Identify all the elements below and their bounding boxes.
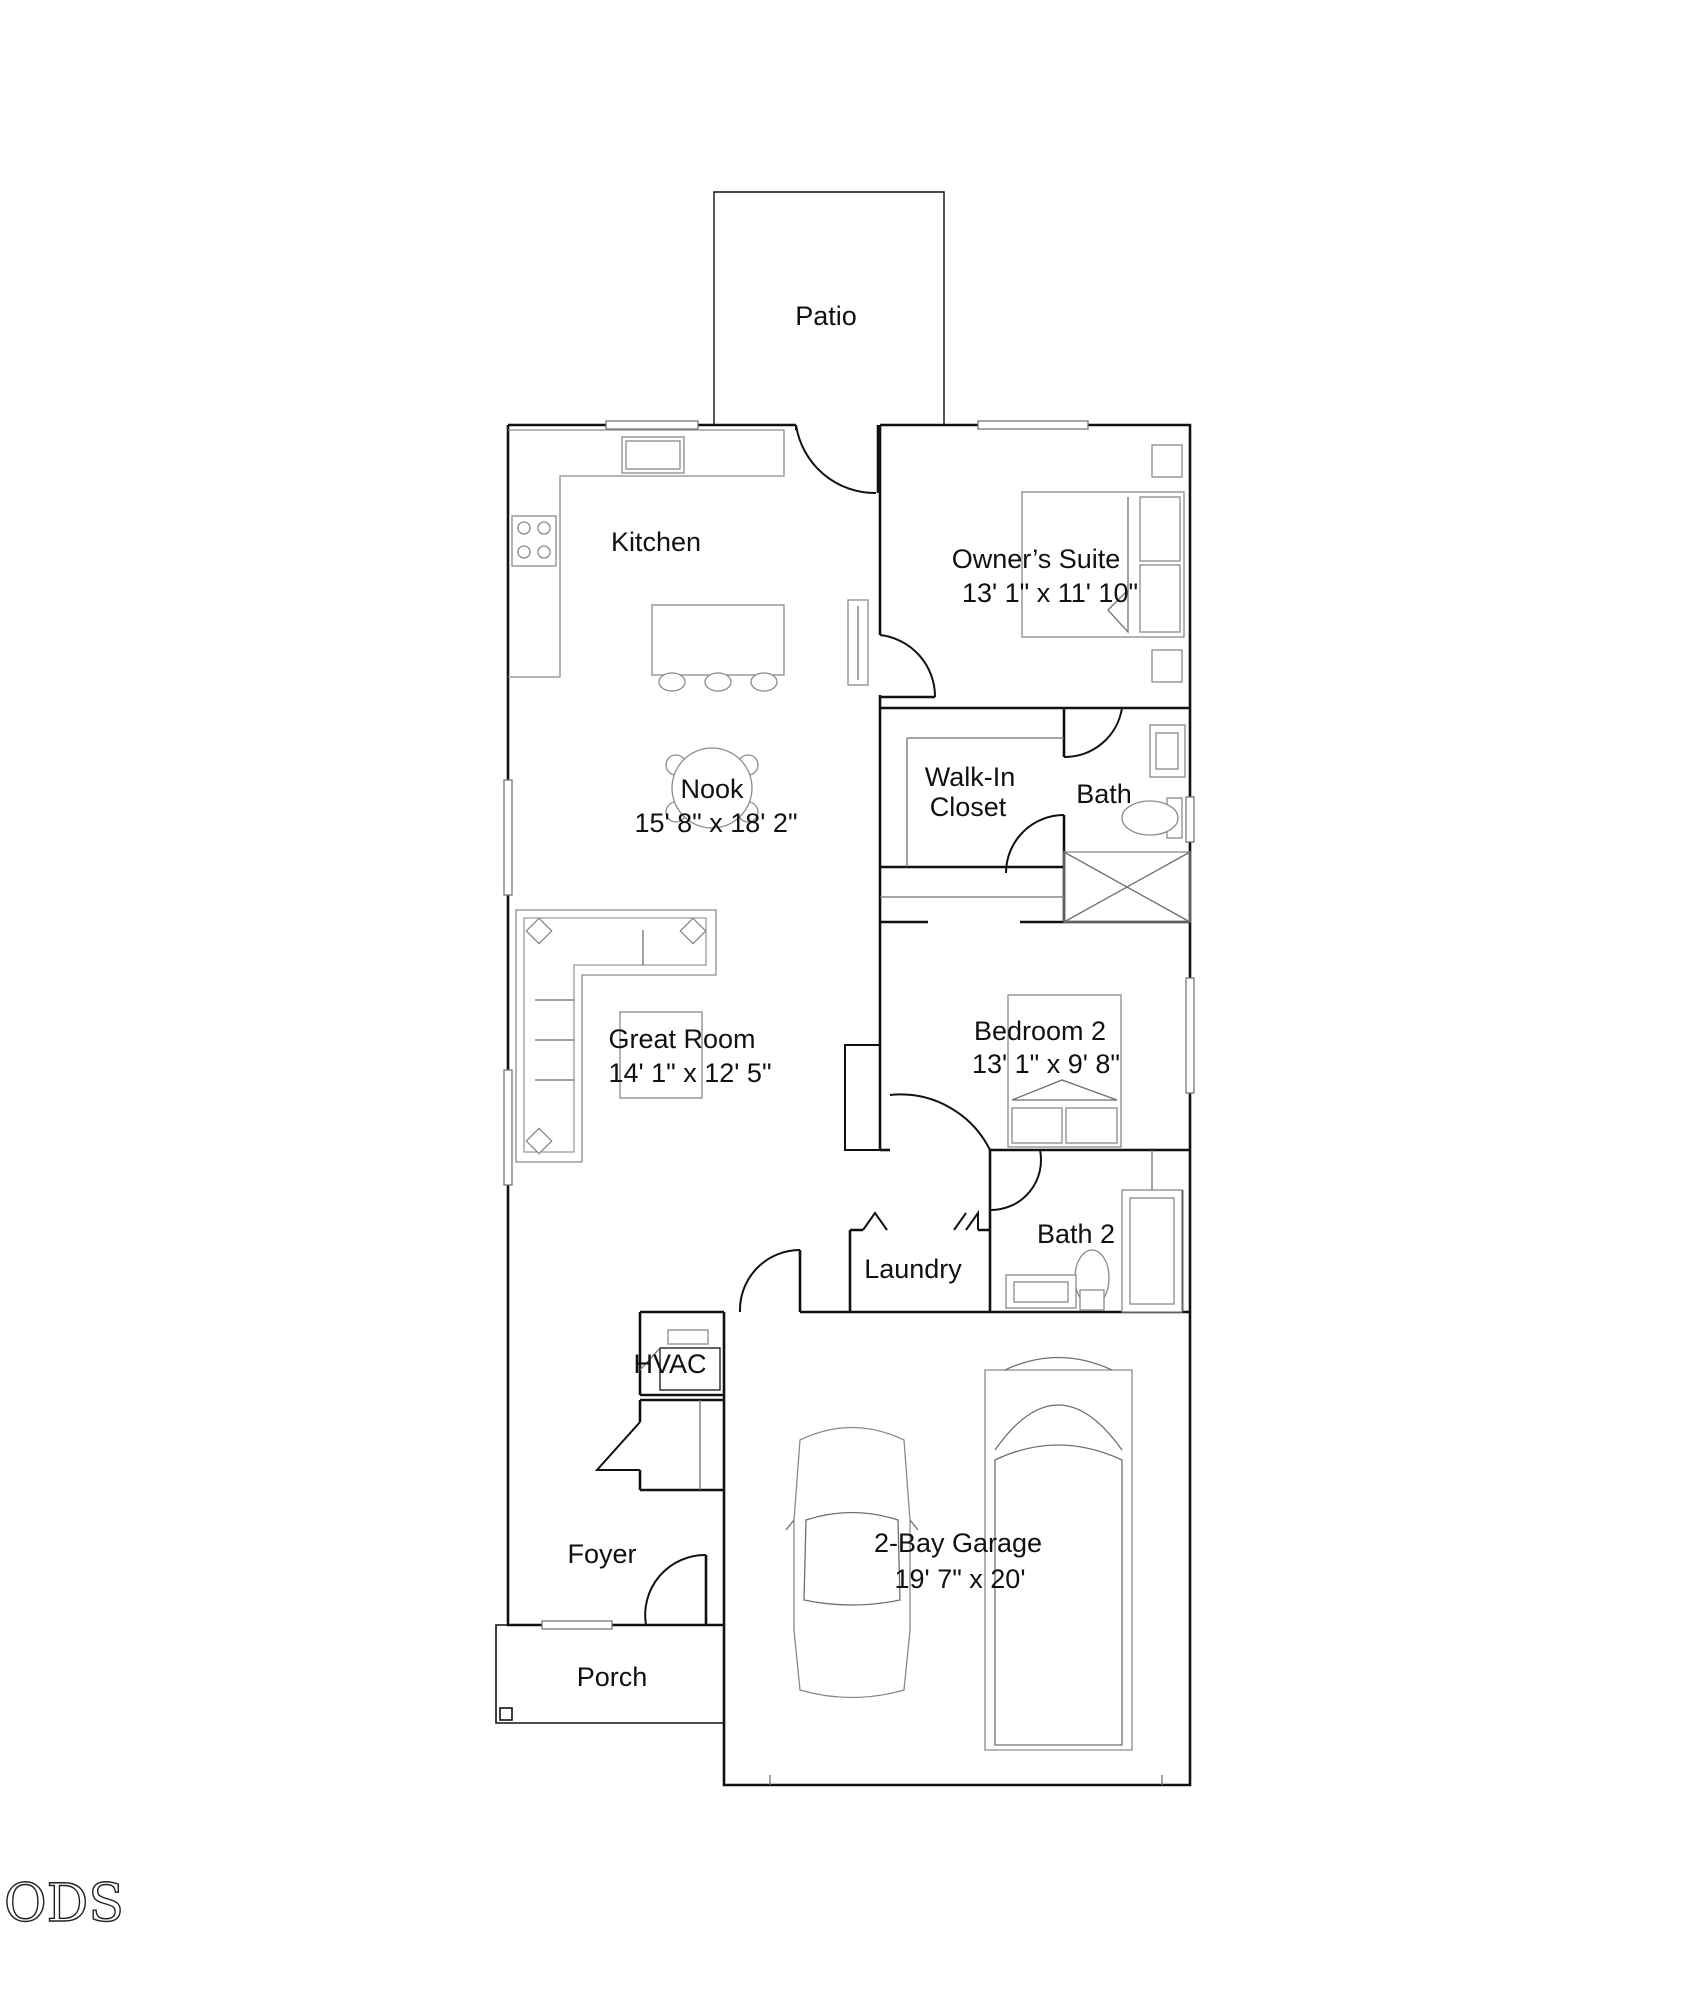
owners-suite-furniture xyxy=(1021,444,1185,683)
patio-area xyxy=(713,191,945,425)
interior-walls xyxy=(638,425,1190,1785)
ods-logo: ODS xyxy=(4,1874,124,1934)
windows xyxy=(503,420,1195,1630)
nook-table xyxy=(665,747,759,829)
bedroom-2-furniture xyxy=(1007,994,1122,1148)
hvac-label: HVAC xyxy=(633,1349,706,1379)
nook-label: Nook xyxy=(680,774,744,804)
foyer-label: Foyer xyxy=(567,1539,636,1569)
nook-dims: 15' 8" x 18' 2" xyxy=(634,808,797,838)
porch-area xyxy=(495,1624,724,1724)
closet-shelving xyxy=(906,737,1064,867)
bath-2-label: Bath 2 xyxy=(1037,1219,1115,1249)
garage-vehicles xyxy=(785,1356,1133,1751)
great-room-label: Great Room xyxy=(608,1024,755,1054)
porch-label: Porch xyxy=(577,1662,648,1692)
walk-in-closet-label-line2: Closet xyxy=(930,792,1007,822)
bedroom-2-label: Bedroom 2 xyxy=(974,1016,1106,1046)
patio-label: Patio xyxy=(795,301,857,331)
bedroom-2-dims: 13' 1" x 9' 8" xyxy=(972,1049,1120,1079)
room-labels: Patio Kitchen Owner’s Suite 13' 1" x 11'… xyxy=(567,301,1138,1692)
great-room-dims: 14' 1" x 12' 5" xyxy=(608,1058,771,1088)
owners-suite-label: Owner’s Suite xyxy=(952,544,1121,574)
laundry-label: Laundry xyxy=(864,1254,962,1284)
kitchen-label: Kitchen xyxy=(611,527,701,557)
bath-label: Bath xyxy=(1076,779,1132,809)
owners-suite-dims: 13' 1" x 11' 10" xyxy=(962,578,1138,608)
garage-label: 2-Bay Garage xyxy=(874,1528,1042,1558)
bath-fixtures xyxy=(1063,724,1191,923)
kitchen-fixtures xyxy=(508,429,785,692)
garage-dims: 19' 7" x 20' xyxy=(895,1564,1026,1594)
hvac-unit xyxy=(639,1329,721,1391)
great-room-furniture xyxy=(515,599,869,1163)
bath-2-fixtures xyxy=(1005,1150,1183,1313)
walk-in-closet-label-line1: Walk-In xyxy=(925,762,1016,792)
doors xyxy=(594,424,1123,1626)
